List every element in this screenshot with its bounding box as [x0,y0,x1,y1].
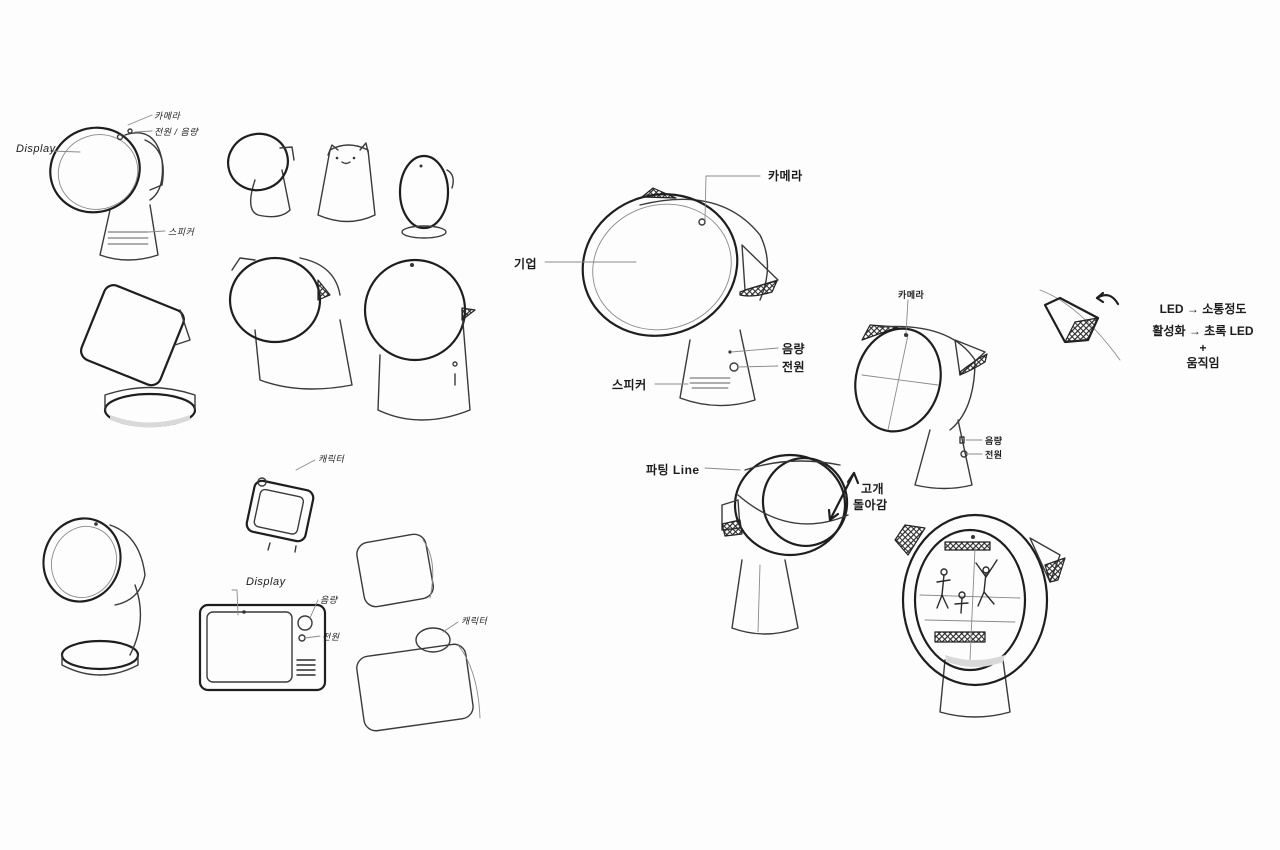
retro-tv-sketch [198,589,327,692]
label-volume-side: 음량 [985,436,1003,446]
label-speaker-right: 스피커 [612,378,647,392]
left-main-device-sketch [49,114,166,261]
label-volume-right: 음량 [782,342,806,356]
square-display-on-base-sketch [79,284,197,428]
right-side-device-sketch [854,299,988,490]
tall-capsule-display-sketch [363,258,476,421]
front-device-with-screen-sketch [894,513,1066,718]
small-tv-character-sketch [245,459,316,553]
round-display-on-stand-sketch [42,517,146,676]
label-volume-retro-tv: 음량 [320,595,338,605]
small-tilted-display-sketch [227,132,295,218]
label-head-rotate-1: 고개 [861,482,885,496]
label-speaker-left: 스피커 [168,227,195,237]
label-character-tv: 캐릭터 [318,454,345,464]
label-display-retro-tv: Display [246,576,286,588]
ear-led-detail-sketch [1039,289,1121,361]
ear-led-note: LED → 소통정도 활성화 → 초록 LED + 움직임 [1148,298,1258,372]
right-main-device-sketch [544,175,779,407]
label-character-box: 캐릭터 [461,616,488,626]
label-power-volume-left: 전원 / 음량 [154,127,199,137]
rounded-box-sketch-top [356,533,434,608]
label-display-left: Display [16,143,56,155]
ear-led-note-line-1: LED → 소통정도 [1159,302,1247,316]
label-head-rotate-2: 돌아감 [853,498,888,512]
label-camera-side: 카메라 [898,290,925,300]
label-parting-line: 파팅 Line [646,463,700,477]
label-power-right: 전원 [782,360,806,374]
ear-led-note-line-3: + [1199,341,1207,355]
label-power-retro-tv: 전원 [322,632,340,642]
egg-device-sketch [398,154,454,239]
label-power-side: 전원 [985,450,1003,460]
ear-display-cylinder-sketch [228,256,353,390]
label-screen-right: 기업 [514,257,538,271]
label-camera-right: 카메라 [768,169,803,183]
bear-character-sketch [317,142,376,223]
ear-led-note-line-4: 움직임 [1186,356,1220,370]
parting-line-device-sketch [704,453,860,635]
label-camera-left: 카메라 [154,111,181,121]
rounded-box-character-sketch [356,621,481,732]
ear-led-note-line-2: 활성화 → 초록 LED [1152,324,1254,338]
